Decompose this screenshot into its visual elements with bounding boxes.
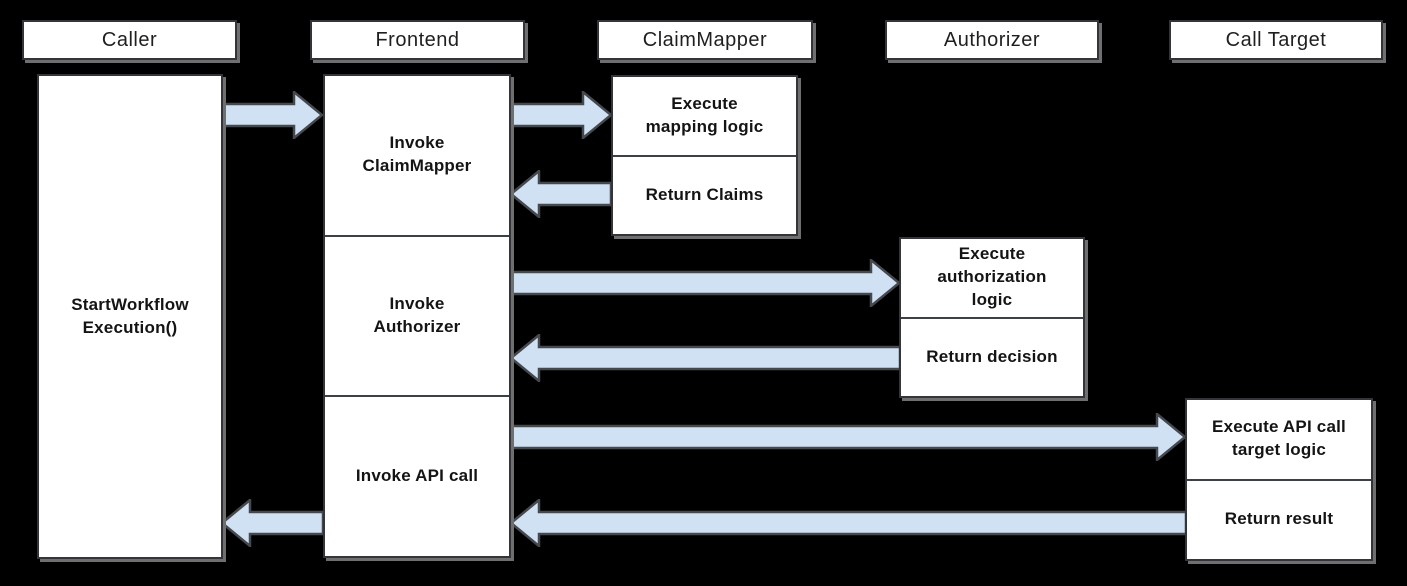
arrow-authorizer-to-frontend — [509, 334, 901, 382]
frontend-invoke-claimmapper-label: Invoke ClaimMapper — [362, 133, 472, 176]
lane-header-frontend: Frontend — [310, 20, 525, 60]
caller-startworkflow-label: StartWorkflow Execution() — [71, 294, 189, 337]
lane-header-label: Frontend — [375, 28, 460, 51]
lane-header-authorizer: Authorizer — [885, 20, 1099, 60]
call-target-return-section: Return result — [1187, 478, 1371, 560]
lane-header-label: Authorizer — [943, 28, 1041, 51]
claimmapper-return-section: Return Claims — [613, 154, 796, 235]
activation-authorizer: Execute authorization logic Return decis… — [899, 237, 1085, 398]
lane-header-call-target: Call Target — [1169, 20, 1383, 60]
activation-claimmapper: Execute mapping logic Return Claims — [611, 75, 798, 236]
arrow-frontend-to-call-target — [509, 413, 1187, 461]
frontend-invoke-api-call-label: Invoke API call — [355, 466, 479, 486]
claimmapper-execute-label: Execute mapping logic — [645, 93, 764, 136]
caller-startworkflow-section: StartWorkflow Execution() — [39, 76, 221, 557]
authorizer-return-label: Return decision — [926, 346, 1058, 366]
lane-header-label: Caller — [101, 28, 158, 51]
arrow-call-target-to-frontend — [509, 499, 1187, 547]
call-target-execute-section: Execute API call target logic — [1187, 400, 1371, 479]
claimmapper-execute-section: Execute mapping logic — [613, 77, 796, 155]
frontend-invoke-api-call-section: Invoke API call — [325, 395, 509, 556]
authorizer-execute-section: Execute authorization logic — [901, 239, 1083, 317]
arrow-frontend-to-caller — [220, 499, 324, 547]
arrow-caller-to-frontend — [220, 91, 324, 139]
authorizer-return-section: Return decision — [901, 316, 1083, 397]
authorizer-execute-label: Execute authorization logic — [937, 244, 1047, 310]
lane-header-claimmapper: ClaimMapper — [597, 20, 813, 60]
activation-call-target: Execute API call target logic Return res… — [1185, 398, 1373, 561]
lane-header-label: Call Target — [1225, 28, 1327, 51]
frontend-invoke-authorizer-section: Invoke Authorizer — [325, 234, 509, 396]
frontend-invoke-claimmapper-section: Invoke ClaimMapper — [325, 76, 509, 235]
activation-caller: StartWorkflow Execution() — [37, 74, 223, 559]
arrow-claimmapper-to-frontend — [509, 170, 612, 218]
arrow-frontend-to-authorizer — [509, 259, 901, 307]
lane-header-label: ClaimMapper — [642, 28, 768, 51]
frontend-invoke-authorizer-label: Invoke Authorizer — [373, 294, 461, 336]
lane-header-caller: Caller — [22, 20, 237, 60]
call-target-execute-label: Execute API call target logic — [1212, 417, 1346, 460]
arrow-frontend-to-claimmapper — [509, 91, 613, 139]
activation-frontend: Invoke ClaimMapper Invoke Authorizer Inv… — [323, 74, 511, 558]
call-target-return-label: Return result — [1224, 509, 1334, 529]
claimmapper-return-label: Return Claims — [645, 184, 764, 204]
